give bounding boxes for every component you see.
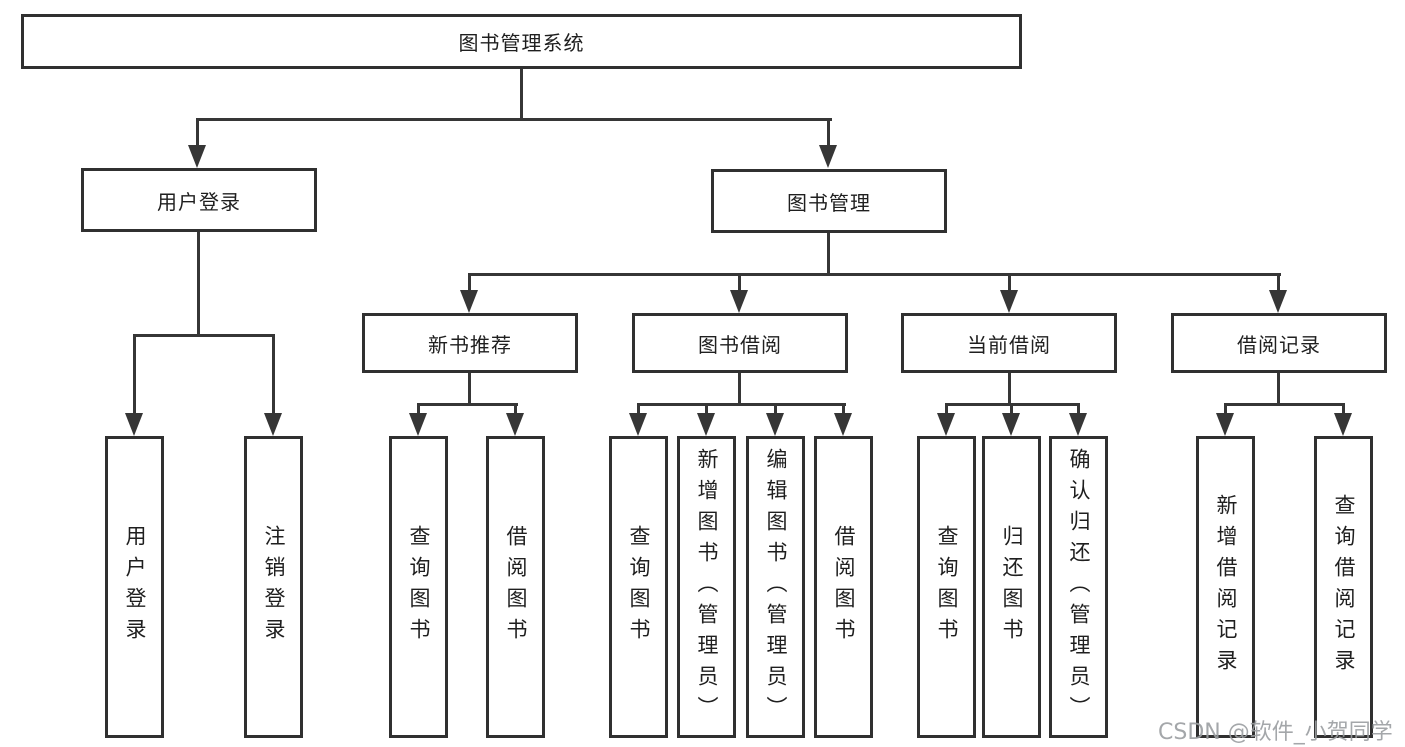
- node-label: 图书管理: [787, 190, 871, 215]
- arrowhead-down-icon: [834, 413, 852, 436]
- connector-line: [417, 403, 518, 406]
- arrowhead-down-icon: [1334, 413, 1352, 436]
- node-label: 新增借阅记录: [1214, 494, 1238, 680]
- node-leaf-query-books-borrowing: 查询图书: [609, 436, 668, 738]
- arrowhead-down-icon: [1216, 413, 1234, 436]
- node-new-book-recommend: 新书推荐: [362, 313, 578, 373]
- connector-line: [1077, 403, 1080, 414]
- node-book-management: 图书管理: [711, 169, 947, 233]
- node-label: 新增图书（管理员）: [695, 447, 719, 727]
- connector-line: [197, 231, 200, 336]
- node-label: 查询图书: [627, 525, 651, 649]
- connector-line: [196, 118, 199, 147]
- node-leaf-confirm-return-admin: 确认归还（管理员）: [1049, 436, 1108, 738]
- node-label: 用户登录: [123, 525, 147, 649]
- connector-line: [637, 403, 640, 414]
- node-leaf-edit-books-admin: 编辑图书（管理员）: [746, 436, 805, 738]
- node-label: 查询借阅记录: [1332, 494, 1356, 680]
- connector-line: [637, 403, 846, 406]
- node-leaf-logout: 注销登录: [244, 436, 303, 738]
- node-label: 借阅图书: [832, 525, 856, 649]
- arrowhead-down-icon: [1000, 290, 1018, 313]
- arrowhead-down-icon: [1002, 413, 1020, 436]
- node-leaf-query-books-current: 查询图书: [917, 436, 976, 738]
- node-leaf-borrow-books-borrowing: 借阅图书: [814, 436, 873, 738]
- arrowhead-down-icon: [819, 145, 837, 168]
- connector-line: [738, 273, 741, 291]
- arrowhead-down-icon: [188, 145, 206, 168]
- node-label: 借阅图书: [504, 525, 528, 649]
- connector-line: [1224, 403, 1227, 414]
- connector-line: [1277, 273, 1280, 291]
- node-borrow-records: 借阅记录: [1171, 313, 1387, 373]
- arrowhead-down-icon: [409, 413, 427, 436]
- connector-line: [196, 118, 832, 121]
- arrowhead-down-icon: [506, 413, 524, 436]
- connector-line: [738, 372, 741, 405]
- node-label: 查询图书: [407, 525, 431, 649]
- connector-line: [520, 68, 523, 119]
- node-label: 编辑图书（管理员）: [764, 447, 788, 727]
- connector-line: [133, 334, 136, 413]
- connector-line: [272, 334, 275, 413]
- node-user-login: 用户登录: [81, 168, 317, 232]
- node-leaf-return-books: 归还图书: [982, 436, 1041, 738]
- csdn-watermark: CSDN @软件_小贺同学: [1158, 720, 1393, 745]
- node-label: 图书管理系统: [458, 31, 585, 55]
- arrowhead-down-icon: [629, 413, 647, 436]
- node-label: 注销登录: [262, 525, 286, 649]
- node-label: 借阅记录: [1237, 332, 1321, 357]
- arrowhead-down-icon: [460, 290, 478, 313]
- node-label: 归还图书: [1000, 525, 1024, 649]
- node-leaf-user-login: 用户登录: [105, 436, 164, 738]
- node-library-system: 图书管理系统: [21, 14, 1022, 69]
- arrowhead-down-icon: [125, 413, 143, 436]
- node-label: 新书推荐: [428, 332, 512, 357]
- arrowhead-down-icon: [766, 413, 784, 436]
- connector-line: [133, 334, 275, 337]
- node-label: 确认归还（管理员）: [1067, 447, 1091, 727]
- connector-line: [945, 403, 948, 414]
- connector-line: [1342, 403, 1345, 414]
- connector-line: [468, 372, 471, 405]
- arrowhead-down-icon: [697, 413, 715, 436]
- connector-line: [1008, 273, 1011, 291]
- node-leaf-add-borrow-record: 新增借阅记录: [1196, 436, 1255, 738]
- node-label: 图书借阅: [698, 332, 782, 357]
- connector-line: [417, 403, 420, 414]
- node-book-borrowing: 图书借阅: [632, 313, 848, 373]
- arrowhead-down-icon: [1069, 413, 1087, 436]
- connector-line: [1277, 372, 1280, 405]
- connector-line: [1008, 372, 1011, 405]
- node-current-borrowing: 当前借阅: [901, 313, 1117, 373]
- node-label: 查询图书: [935, 525, 959, 649]
- node-leaf-query-borrow-record: 查询借阅记录: [1314, 436, 1373, 738]
- node-label: 当前借阅: [967, 332, 1051, 357]
- connector-line: [1010, 403, 1013, 414]
- node-leaf-query-books-recommend: 查询图书: [389, 436, 448, 738]
- node-leaf-add-books-admin: 新增图书（管理员）: [677, 436, 736, 738]
- connector-line: [705, 403, 708, 414]
- arrowhead-down-icon: [264, 413, 282, 436]
- node-leaf-borrow-books-recommend: 借阅图书: [486, 436, 545, 738]
- connector-line: [468, 273, 1281, 276]
- connector-line: [514, 403, 517, 414]
- connector-line: [1224, 403, 1345, 406]
- node-label: 用户登录: [157, 189, 241, 214]
- connector-line: [842, 403, 845, 414]
- arrowhead-down-icon: [730, 290, 748, 313]
- connector-line: [827, 118, 830, 147]
- arrowhead-down-icon: [937, 413, 955, 436]
- connector-line: [468, 273, 471, 291]
- arrowhead-down-icon: [1269, 290, 1287, 313]
- connector-line: [774, 403, 777, 414]
- connector-line: [827, 232, 830, 275]
